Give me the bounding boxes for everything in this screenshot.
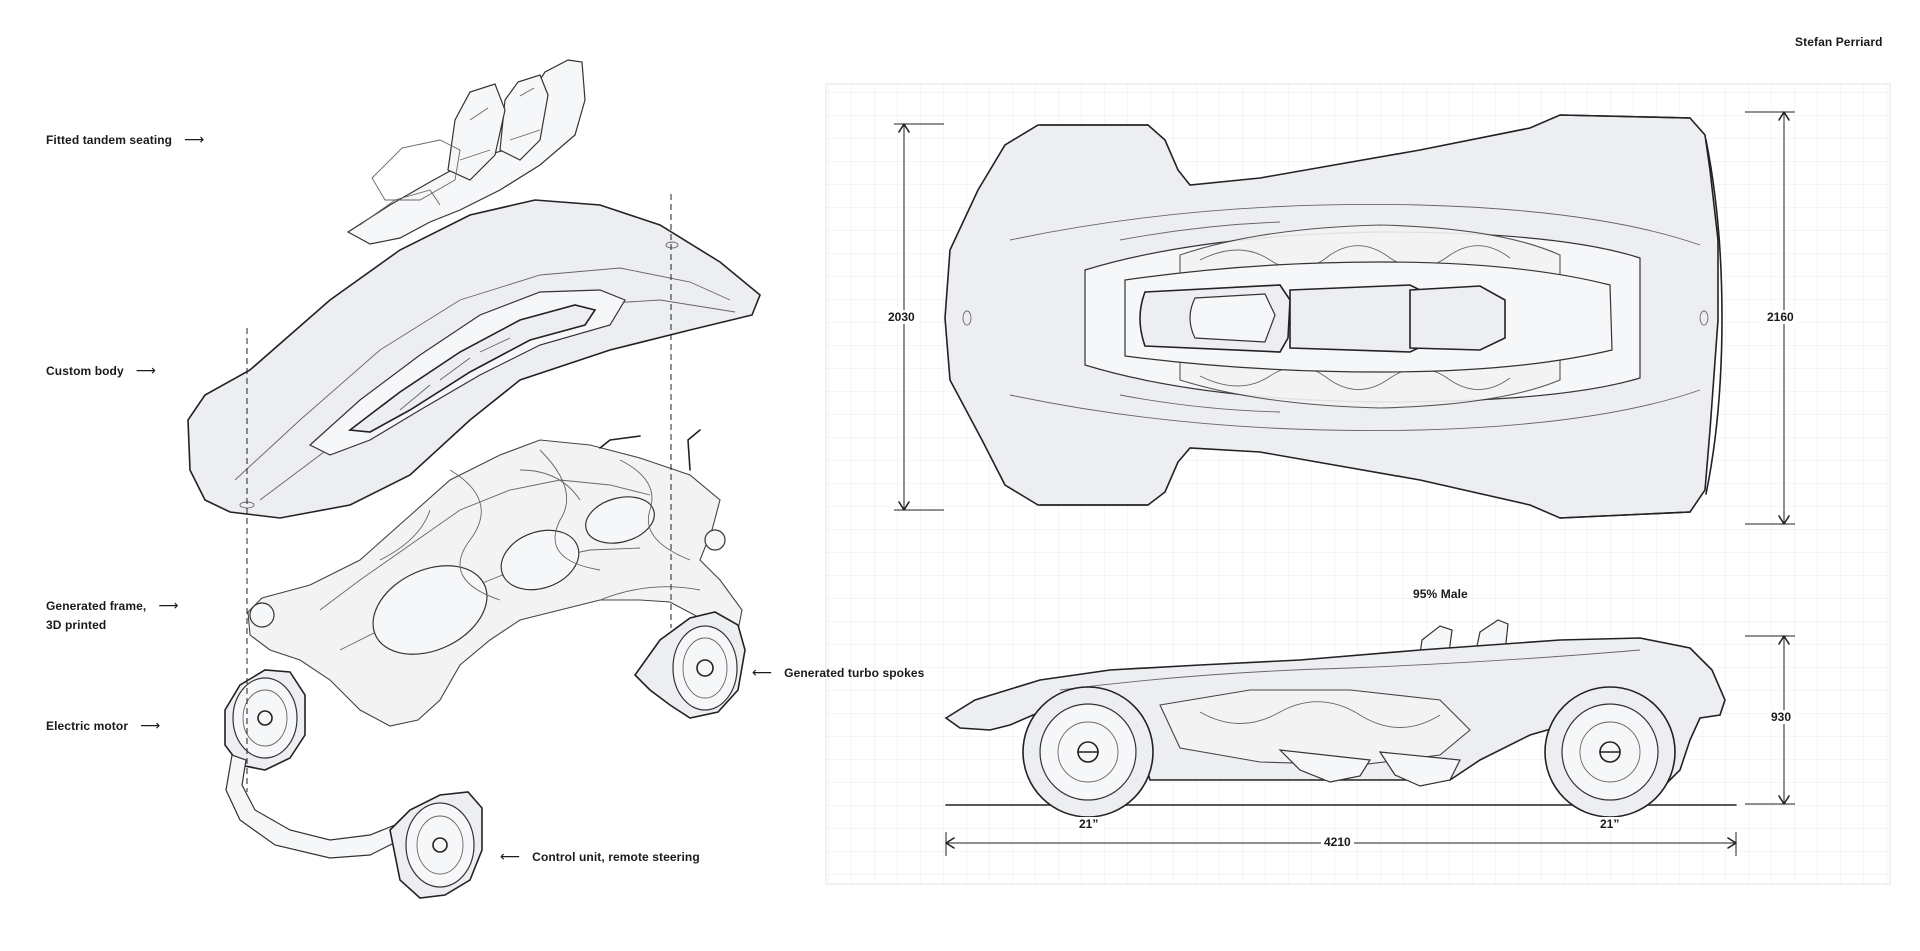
callout-tandem-seating: Fitted tandem seating ⟶ — [46, 131, 204, 148]
generated-frame-drawing — [247, 429, 743, 727]
callout-custom-body-text: Custom body — [46, 364, 124, 378]
dimension-length: 4210 — [1321, 835, 1354, 849]
callout-generated-frame-line1: Generated frame, — [46, 599, 147, 613]
callout-electric-motor: Electric motor ⟶ — [46, 717, 160, 734]
callout-control-unit: ⟵ Control unit, remote steering — [500, 848, 700, 865]
custom-body-drawing — [187, 199, 761, 519]
side-view — [944, 619, 1737, 818]
callout-turbo-spokes: ⟵ Generated turbo spokes — [752, 664, 924, 681]
arrow-right-icon: ⟶ — [184, 131, 205, 147]
dimension-wheel-front: 21” — [1076, 817, 1102, 831]
occupant-label: 95% Male — [1413, 587, 1468, 601]
arrow-left-icon: ⟵ — [500, 848, 521, 864]
callout-generated-frame-line2: 3D printed — [46, 618, 107, 632]
callout-turbo-spokes-text: Generated turbo spokes — [784, 666, 925, 680]
control-unit-drawing — [225, 754, 483, 899]
arrow-left-icon: ⟵ — [752, 664, 773, 680]
author-credit: Stefan Perriard — [1795, 35, 1883, 49]
rear-wheel-drawing — [633, 611, 746, 719]
arrow-right-icon: ⟶ — [135, 362, 156, 378]
dimension-front-width: 2030 — [885, 310, 918, 324]
tandem-seats-drawing — [346, 59, 586, 245]
electric-motor-drawing — [224, 669, 306, 771]
arrow-right-icon: ⟶ — [140, 717, 161, 733]
callout-tandem-seating-text: Fitted tandem seating — [46, 133, 173, 147]
dimension-rear-width: 2160 — [1764, 310, 1797, 324]
callout-electric-motor-text: Electric motor — [46, 719, 129, 733]
dimension-height: 930 — [1768, 710, 1795, 724]
dimension-wheel-rear: 21” — [1597, 817, 1623, 831]
exploded-view — [187, 59, 761, 899]
callout-control-unit-text: Control unit, remote steering — [532, 850, 700, 864]
arrow-right-icon: ⟶ — [158, 597, 179, 613]
top-view — [944, 114, 1723, 519]
callout-custom-body: Custom body ⟶ — [46, 362, 156, 379]
callout-generated-frame: Generated frame, ⟶ 3D printed — [46, 596, 178, 635]
